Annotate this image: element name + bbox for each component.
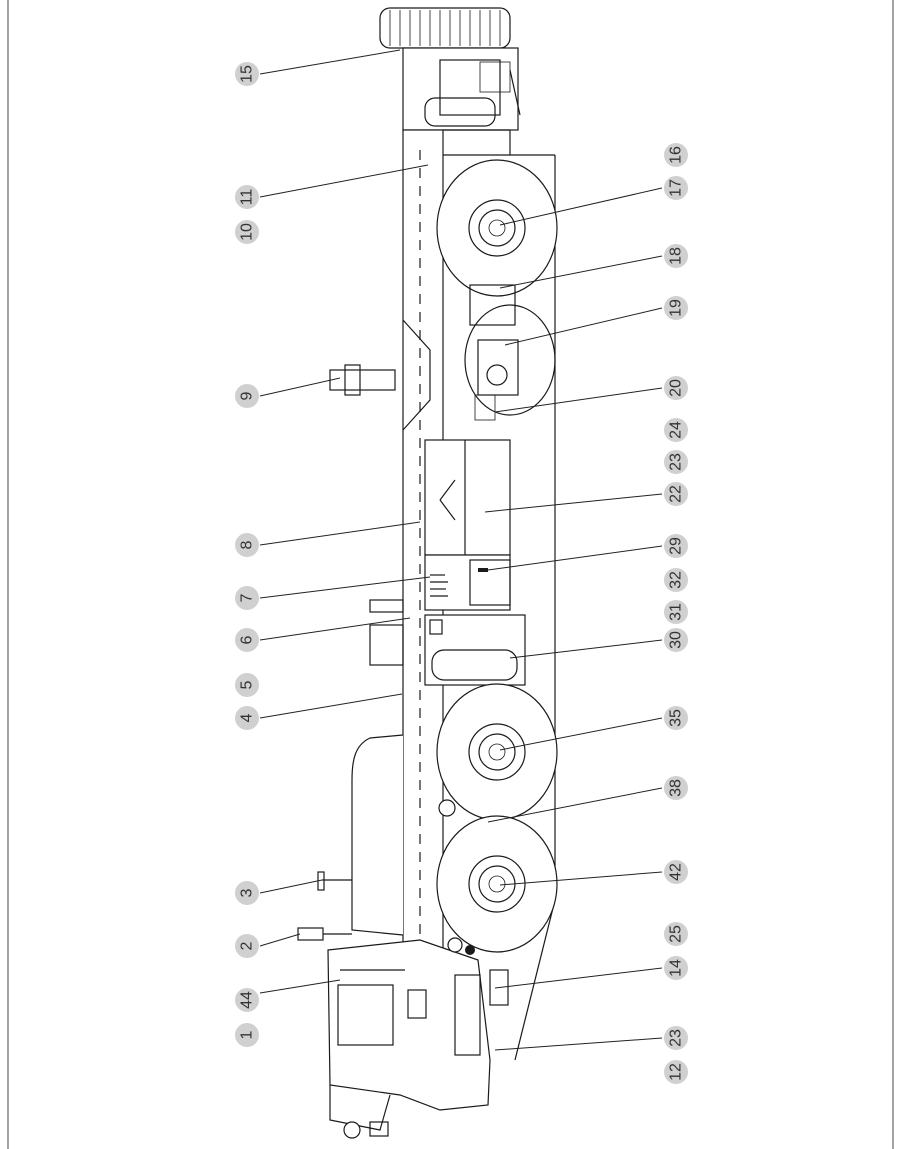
storage-box — [424, 439, 511, 611]
callout-12: 12 — [664, 1060, 688, 1084]
hose-connections — [430, 574, 448, 597]
wheel-rear-1 — [436, 159, 558, 297]
spare-tire — [379, 7, 511, 49]
crane-vehicle-drawing — [297, 7, 558, 1139]
callout-23a: 23 — [664, 450, 688, 474]
callout-6: 6 — [235, 628, 259, 652]
callout-35: 35 — [664, 706, 688, 730]
callout-16: 16 — [664, 143, 688, 167]
callout-4: 4 — [235, 706, 259, 730]
callout-30-label: 30 — [668, 631, 685, 649]
middle-outrigger — [369, 599, 526, 686]
callout-19-label: 19 — [668, 299, 685, 317]
callout-4-label: 4 — [239, 713, 256, 722]
callout-16-label: 16 — [668, 146, 685, 164]
callout-8: 8 — [235, 533, 259, 557]
callout-30: 30 — [664, 628, 688, 652]
callout-17-label: 17 — [668, 179, 685, 197]
leader-lines — [259, 49, 663, 1051]
callout-2-label: 2 — [239, 941, 256, 950]
callout-7: 7 — [235, 586, 259, 610]
callout-17: 17 — [664, 176, 688, 200]
callout-44-label: 44 — [239, 991, 256, 1009]
callout-11-label: 11 — [239, 189, 256, 206]
callout-31-label: 31 — [668, 603, 685, 621]
callout-23b-label: 23 — [668, 1029, 685, 1047]
wheel-front-axle-3 — [436, 683, 558, 821]
callout-38-label: 38 — [668, 779, 685, 797]
callout-1-label: 1 — [239, 1030, 256, 1039]
callout-2: 2 — [235, 934, 259, 958]
callout-44: 44 — [235, 988, 259, 1012]
callout-10-label: 10 — [239, 223, 256, 241]
callout-20-label: 20 — [668, 379, 685, 397]
callout-18-label: 18 — [668, 247, 685, 265]
callout-8-label: 8 — [239, 540, 256, 549]
callout-23b: 23 — [664, 1026, 688, 1050]
callout-7-label: 7 — [239, 593, 256, 602]
wheel-front-axle-4 — [436, 815, 558, 953]
callout-29-label: 29 — [668, 537, 685, 555]
callout-38: 38 — [664, 776, 688, 800]
callout-18: 18 — [664, 244, 688, 268]
callout-24: 24 — [664, 418, 688, 442]
callout-14-label: 14 — [668, 959, 685, 977]
callouts-left: 15 11 10 9 8 7 6 5 — [235, 62, 259, 1047]
callout-20: 20 — [664, 376, 688, 400]
callout-10: 10 — [235, 220, 259, 244]
callout-12-label: 12 — [668, 1063, 685, 1081]
callout-6-label: 6 — [239, 635, 256, 644]
callout-42-label: 42 — [668, 863, 685, 881]
callout-23a-label: 23 — [668, 453, 685, 471]
callout-3-label: 3 — [239, 888, 256, 897]
callout-25: 25 — [664, 922, 688, 946]
callout-19: 19 — [664, 296, 688, 320]
callout-25-label: 25 — [668, 925, 685, 943]
callout-22-label: 22 — [668, 485, 685, 503]
rear-outrigger-box — [402, 47, 521, 131]
callout-5-label: 5 — [239, 680, 256, 689]
callout-32: 32 — [664, 568, 688, 592]
callout-32-label: 32 — [668, 571, 685, 589]
callout-9: 9 — [235, 384, 259, 408]
callout-42: 42 — [664, 860, 688, 884]
callout-5: 5 — [235, 673, 259, 697]
hook-2 — [297, 927, 352, 941]
callout-3: 3 — [235, 881, 259, 905]
callout-14: 14 — [664, 956, 688, 980]
callout-9-label: 9 — [239, 391, 256, 400]
callout-11: 11 — [235, 185, 259, 209]
driver-cab — [327, 937, 509, 1139]
drive-axle-assembly — [464, 284, 556, 421]
callout-31: 31 — [664, 600, 688, 624]
callouts-right: 16 17 18 19 20 24 23 22 — [664, 143, 688, 1084]
fuel-tank — [317, 734, 404, 936]
callout-29: 29 — [664, 534, 688, 558]
callout-35-label: 35 — [668, 709, 685, 727]
callout-22: 22 — [664, 482, 688, 506]
callout-24-label: 24 — [668, 421, 685, 439]
slewing-column — [329, 319, 431, 431]
callout-15-label: 15 — [239, 65, 256, 83]
callout-15: 15 — [235, 62, 259, 86]
callout-1: 1 — [235, 1023, 259, 1047]
